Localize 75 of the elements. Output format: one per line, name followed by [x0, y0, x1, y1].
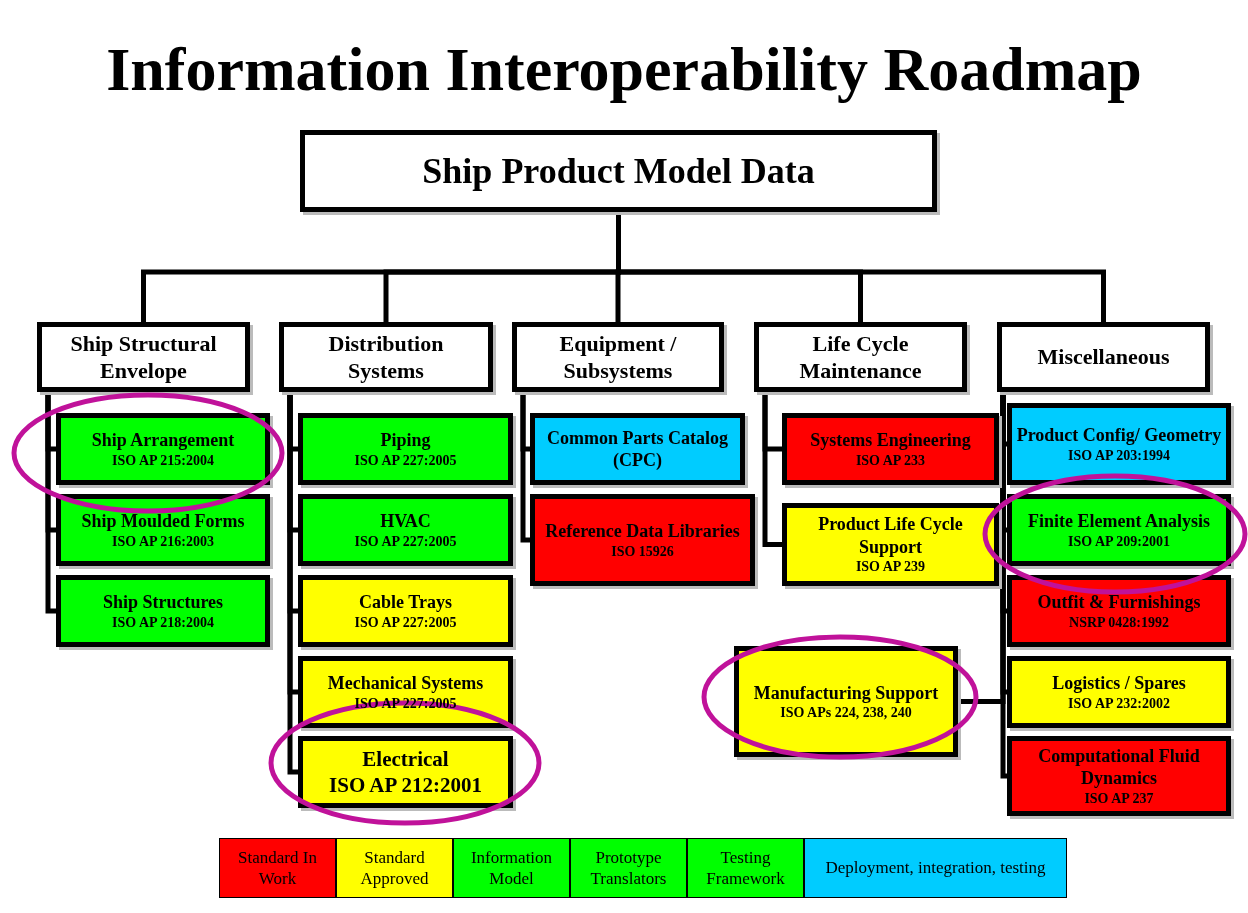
standard-code: ISO AP 227:2005 — [354, 532, 457, 550]
standard-box — [56, 575, 270, 647]
standard-box — [1007, 575, 1231, 647]
box-title: Ship Product Model Data — [422, 149, 815, 193]
box-title: Product Config/ Geometry — [1015, 424, 1223, 447]
category-box — [512, 322, 724, 392]
box-title: Equipment / Subsystems — [558, 329, 678, 385]
connector-line — [616, 212, 1106, 322]
standard-code: ISO AP 218:2004 — [112, 613, 214, 631]
standard-box — [530, 494, 755, 586]
standard-code: ISO 15926 — [611, 542, 674, 560]
box-title: Distribution Systems — [327, 329, 445, 385]
legend-label: Standard In Work — [237, 846, 318, 890]
connector-line — [762, 392, 782, 547]
standard-code: ISO AP 239 — [855, 558, 926, 576]
standard-box — [1007, 494, 1231, 566]
standard-code: ISO AP 232:2002 — [1068, 694, 1170, 712]
box-title: Mechanical Systems — [326, 672, 485, 695]
box-title: Common Parts Catalog (CPC) — [546, 426, 729, 472]
standard-code: ISO APs 224, 238, 240 — [780, 704, 912, 722]
category-box — [300, 130, 937, 212]
box-title: Ship Moulded Forms — [80, 510, 246, 533]
standard-code: ISO AP 203:1994 — [1068, 446, 1170, 464]
standard-box — [298, 656, 513, 728]
box-title: Reference Data Libraries — [544, 520, 741, 543]
legend-label: Deployment, integration, testing — [825, 857, 1046, 879]
standard-box — [1007, 736, 1231, 816]
legend-label: Prototype Translators — [589, 846, 668, 890]
standard-box — [1007, 656, 1231, 728]
standard-box — [298, 575, 513, 647]
box-title: Electrical — [362, 745, 449, 772]
box-title: Cable Trays — [358, 591, 453, 614]
connector-line — [287, 392, 298, 775]
box-title: Ship Structural Envelope — [69, 329, 218, 385]
legend-label: Testing Framework — [705, 846, 786, 890]
standard-code: ISO AP 212:2001 — [329, 772, 482, 799]
box-title: Finite Element Analysis — [1027, 510, 1211, 533]
box-title: Ship Arrangement — [90, 429, 236, 452]
category-box — [37, 322, 250, 392]
standard-box — [782, 413, 999, 485]
standard-box — [530, 413, 745, 485]
legend-label: Information Model — [469, 846, 554, 890]
standard-code: ISO AP 227:2005 — [354, 451, 457, 469]
standard-code: ISO AP 216:2003 — [112, 532, 214, 550]
standard-code: ISO AP 215:2004 — [112, 451, 214, 469]
box-title: Piping — [379, 429, 432, 452]
standard-code: ISO AP 233 — [855, 451, 926, 469]
box-title: Ship Structures — [101, 591, 225, 614]
standard-box — [782, 503, 999, 586]
box-title: HVAC — [379, 510, 432, 533]
box-title: Logistics / Spares — [1051, 672, 1187, 695]
standard-box — [734, 646, 958, 757]
standard-box — [56, 494, 270, 566]
standard-box — [298, 413, 513, 485]
category-box — [997, 322, 1210, 392]
category-box — [754, 322, 967, 392]
connector-line — [45, 392, 56, 614]
box-title: Product Life Cycle Support — [817, 513, 964, 559]
box-title: Computational Fluid Dynamics — [1037, 744, 1201, 790]
box-title: Life Cycle Maintenance — [798, 329, 923, 385]
standard-box — [298, 494, 513, 566]
standard-code: ISO AP 209:2001 — [1068, 532, 1170, 550]
box-title: Systems Engineering — [809, 429, 972, 452]
standard-code: ISO AP 227:2005 — [354, 613, 457, 631]
standard-code: ISO AP 237 — [1084, 789, 1154, 808]
connector-line — [520, 392, 530, 543]
standard-box — [1007, 403, 1231, 485]
standard-code: NSRP 0428:1992 — [1069, 613, 1169, 631]
box-title: Outfit & Furnishings — [1036, 591, 1202, 614]
standard-box — [56, 413, 270, 485]
box-title: Manufacturing Support — [752, 681, 940, 704]
category-box — [279, 322, 493, 392]
standard-box — [298, 736, 513, 808]
box-title: Miscellaneous — [1036, 343, 1171, 371]
legend-label: Standard Approved — [359, 846, 430, 890]
